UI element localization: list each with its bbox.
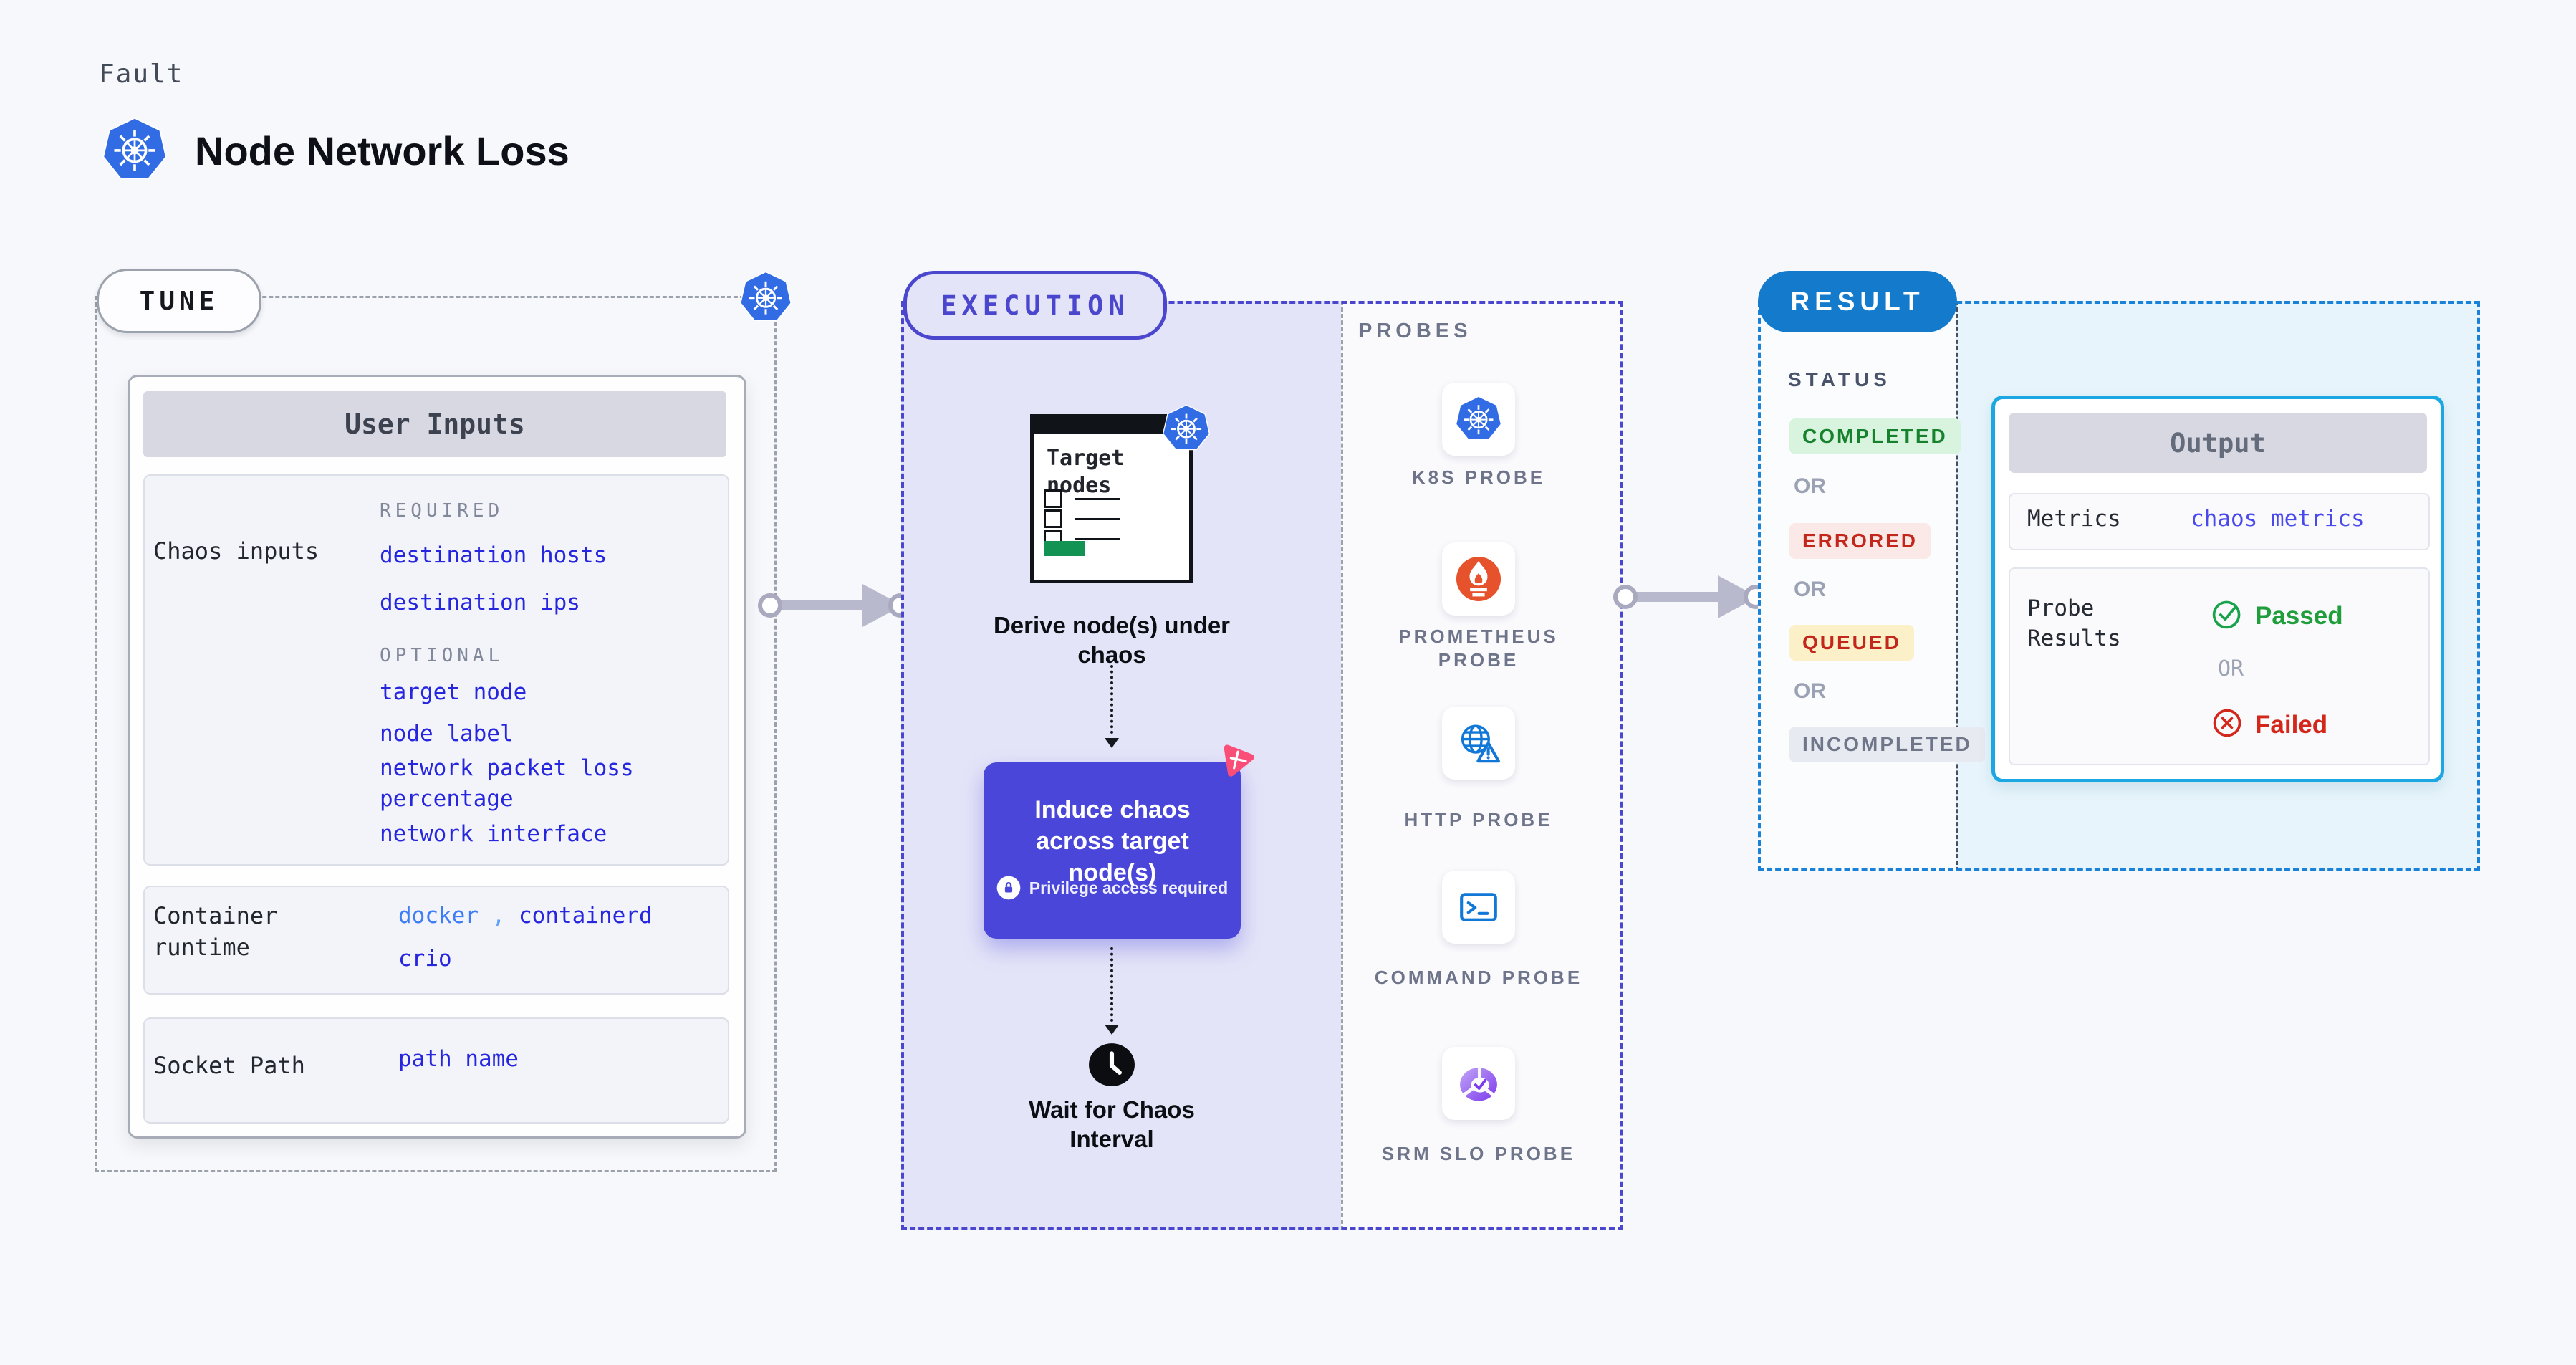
tune-section bbox=[95, 296, 777, 1172]
link-destination-ips[interactable]: destination ips bbox=[380, 590, 580, 616]
required-label: REQUIRED bbox=[380, 500, 504, 522]
checklist-row bbox=[1044, 489, 1120, 508]
chaos-inputs-section bbox=[143, 474, 729, 866]
command-probe-card[interactable] bbox=[1442, 871, 1515, 944]
k8s-probe-card[interactable] bbox=[1442, 383, 1515, 456]
link-crio[interactable]: crio bbox=[398, 946, 452, 972]
privilege-text: Privilege access required bbox=[1029, 878, 1229, 897]
status-badge-errored: ERRORED bbox=[1789, 523, 1931, 559]
privilege-row: Privilege access required bbox=[984, 876, 1241, 900]
kubernetes-icon bbox=[1455, 396, 1502, 443]
link-network-packet-loss-percentage[interactable]: network packet loss percentage bbox=[380, 755, 634, 812]
flow-arrow-execution-to-result bbox=[1612, 568, 1769, 626]
flow-connector bbox=[1110, 665, 1113, 734]
socket-path-section bbox=[143, 1017, 729, 1124]
user-inputs-header: User Inputs bbox=[143, 391, 726, 457]
status-badge-incompleted: INCOMPLETED bbox=[1789, 727, 1985, 762]
status-badge-queued: QUEUED bbox=[1789, 625, 1914, 661]
or-label: OR bbox=[2218, 656, 2244, 681]
container-runtime-section bbox=[143, 886, 729, 995]
command-probe-label: COMMAND PROBE bbox=[1374, 967, 1583, 988]
runtime-separator: , bbox=[491, 903, 506, 929]
checklist-line bbox=[1075, 537, 1120, 540]
tune-pill[interactable]: TUNE bbox=[97, 269, 261, 333]
srm-slo-probe-label: SRM SLO PROBE bbox=[1381, 1143, 1576, 1164]
derive-nodes-text: Derive node(s) under chaos bbox=[993, 612, 1231, 668]
passed-label: Passed bbox=[2255, 602, 2343, 630]
metrics-value-link[interactable]: chaos metrics bbox=[2191, 506, 2365, 532]
http-probe-label: HTTP PROBE bbox=[1404, 809, 1553, 830]
output-header: Output bbox=[2009, 413, 2427, 473]
result-pill[interactable]: RESULT bbox=[1758, 271, 1957, 332]
result-separator bbox=[1956, 301, 1958, 871]
link-network-interface[interactable]: network interface bbox=[380, 821, 607, 847]
probes-label: PROBES bbox=[1358, 320, 1472, 343]
link-target-node[interactable]: target node bbox=[380, 679, 527, 705]
http-globe-warning-icon bbox=[1454, 719, 1503, 767]
kubernetes-icon bbox=[739, 271, 792, 324]
x-circle-icon bbox=[2211, 707, 2244, 739]
container-runtime-values: docker , containerd bbox=[398, 903, 653, 929]
status-panel bbox=[1758, 301, 1956, 871]
lock-icon bbox=[996, 876, 1021, 900]
induce-chaos-text: Induce chaos across target node(s) bbox=[1034, 796, 1191, 886]
status-badge-completed: COMPLETED bbox=[1789, 418, 1961, 454]
or-label: OR bbox=[1794, 679, 1826, 703]
chaos-inputs-label: Chaos inputs bbox=[153, 537, 319, 565]
or-label: OR bbox=[1794, 474, 1826, 498]
terminal-icon bbox=[1454, 883, 1503, 931]
fault-eyebrow: Fault bbox=[99, 59, 184, 89]
checklist-line bbox=[1075, 497, 1120, 500]
user-inputs-title: User Inputs bbox=[345, 408, 525, 440]
execution-pill-label: EXECUTION bbox=[941, 289, 1130, 321]
link-destination-hosts[interactable]: destination hosts bbox=[380, 542, 607, 568]
http-probe-card[interactable] bbox=[1442, 707, 1515, 780]
checkbox-icon bbox=[1044, 489, 1062, 508]
progress-bar bbox=[1044, 541, 1085, 556]
arrowhead-down-icon bbox=[1105, 1025, 1119, 1035]
link-node-label[interactable]: node label bbox=[380, 721, 514, 747]
prometheus-icon bbox=[1455, 555, 1502, 603]
kubernetes-icon bbox=[102, 117, 168, 183]
litmus-chaos-icon bbox=[1218, 740, 1256, 779]
checklist-line bbox=[1075, 517, 1120, 520]
slo-donut-check-icon bbox=[1453, 1058, 1504, 1108]
tune-pill-label: TUNE bbox=[139, 286, 219, 316]
prometheus-probe-label: PROMETHEUS PROBE bbox=[1398, 626, 1559, 671]
flow-arrow-tune-to-execution bbox=[756, 577, 914, 634]
flow-connector bbox=[1110, 947, 1113, 1022]
output-title: Output bbox=[2170, 427, 2266, 459]
checkbox-icon bbox=[1044, 509, 1062, 528]
induce-chaos-box[interactable] bbox=[984, 762, 1241, 939]
checklist-row bbox=[1044, 509, 1120, 528]
execution-pill[interactable]: EXECUTION bbox=[903, 271, 1167, 340]
link-docker[interactable]: docker bbox=[398, 903, 479, 929]
arrowhead-down-icon bbox=[1105, 738, 1119, 748]
result-pill-label: RESULT bbox=[1790, 287, 1925, 316]
link-path-name[interactable]: path name bbox=[398, 1046, 519, 1072]
target-nodes-titlebar bbox=[1034, 418, 1189, 434]
k8s-probe-label: K8S PROBE bbox=[1411, 466, 1546, 488]
link-containerd[interactable]: containerd bbox=[519, 903, 653, 929]
socket-path-label: Socket Path bbox=[153, 1052, 305, 1079]
container-runtime-label: Container runtime bbox=[153, 902, 278, 961]
prometheus-probe-card[interactable] bbox=[1442, 542, 1515, 616]
page-title: Node Network Loss bbox=[195, 128, 569, 173]
failed-label: Failed bbox=[2255, 711, 2328, 739]
wait-chaos-text: Wait for Chaos Interval bbox=[1029, 1096, 1195, 1152]
status-label: STATUS bbox=[1788, 368, 1891, 391]
target-nodes-card: Target nodes bbox=[1030, 414, 1193, 583]
target-nodes-title: Target nodes bbox=[1047, 446, 1125, 498]
metrics-label: Metrics bbox=[2027, 506, 2121, 532]
probes-separator bbox=[1341, 301, 1343, 1230]
srm-slo-probe-card[interactable] bbox=[1442, 1047, 1515, 1120]
metrics-row bbox=[2009, 493, 2430, 550]
kubernetes-icon bbox=[1162, 404, 1211, 453]
probe-results-label: Probe Results bbox=[2027, 595, 2121, 651]
or-label: OR bbox=[1794, 578, 1826, 601]
check-circle-icon bbox=[2211, 598, 2244, 631]
clock-icon bbox=[1087, 1040, 1136, 1089]
optional-label: OPTIONAL bbox=[380, 645, 504, 666]
